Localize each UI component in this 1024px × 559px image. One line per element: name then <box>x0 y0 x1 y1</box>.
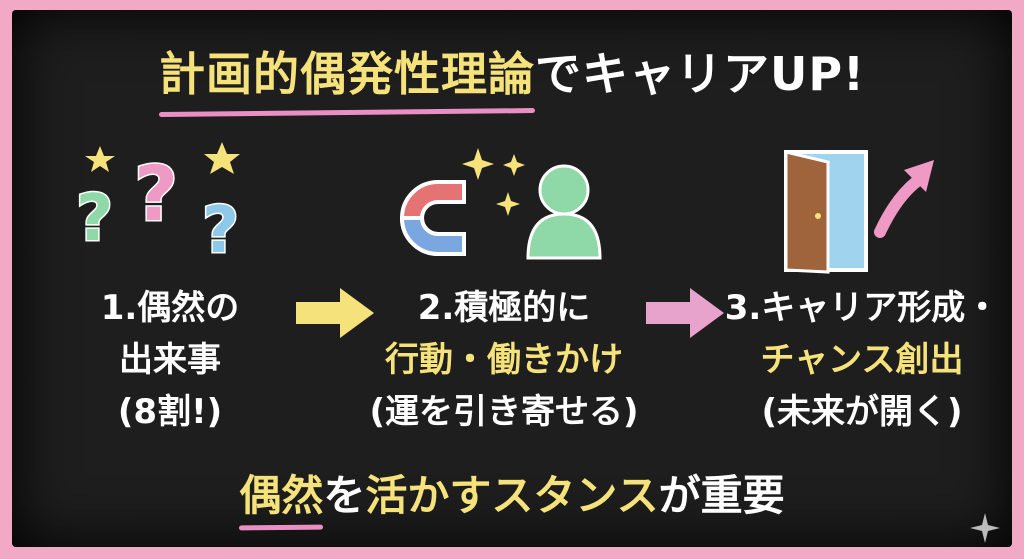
step-1-note: (8割!) <box>117 392 223 432</box>
step-2-note: (運を引き寄せる) <box>369 392 639 432</box>
star-icon <box>85 146 115 172</box>
step-1: 1.偶然の 出来事 (8割!) <box>40 282 300 438</box>
step-2-title: 2.積極的に <box>417 288 591 328</box>
step-2-subtitle: 行動・働きかけ <box>385 340 623 380</box>
title-rest: でキャリアUP! <box>534 47 866 101</box>
bottom-highlight-2: 活かすスタンス <box>365 471 659 520</box>
step-3-subtitle: チャンス創出 <box>760 340 964 380</box>
page-title: 計画的偶発性理論でキャリアUP! <box>0 38 1024 117</box>
step-2: 2.積極的に 行動・働きかけ (運を引き寄せる) <box>364 282 644 438</box>
svg-text:?: ? <box>202 194 239 260</box>
svg-text:?: ? <box>134 149 178 238</box>
question-marks-icon: ? ? ? <box>75 142 241 260</box>
open-door-icon <box>784 150 934 274</box>
step-1-subtitle: 出来事 <box>119 340 221 380</box>
arrow-right-icon <box>296 288 374 338</box>
step-3-note: (未来が開く) <box>761 392 963 432</box>
star-icon <box>204 142 240 174</box>
step-3-title: 3.キャリア形成・ <box>724 288 1000 328</box>
sparkle-icon <box>503 154 525 176</box>
bottom-highlight-1: 偶然 <box>239 471 324 531</box>
up-arrow-icon <box>874 176 922 238</box>
arrow-right-icon <box>646 288 724 338</box>
magnet-person-icon <box>399 148 602 260</box>
bottom-message: 偶然を活かすスタンスが重要 <box>0 462 1024 531</box>
sparkle-icon <box>970 513 1000 543</box>
bottom-text-4: が重要 <box>658 471 785 520</box>
svg-text:?: ? <box>76 182 113 256</box>
chalkboard <box>12 10 1012 547</box>
sparkle-icon <box>496 192 520 216</box>
bottom-text-2: を <box>323 471 366 520</box>
step-3: 3.キャリア形成・ チャンス創出 (未来が開く) <box>712 282 1012 438</box>
step-1-title: 1.偶然の <box>100 288 240 328</box>
sparkle-icon <box>462 148 494 180</box>
bottom-underline <box>239 524 324 531</box>
title-highlight: 計画的偶発性理論 <box>158 47 535 117</box>
